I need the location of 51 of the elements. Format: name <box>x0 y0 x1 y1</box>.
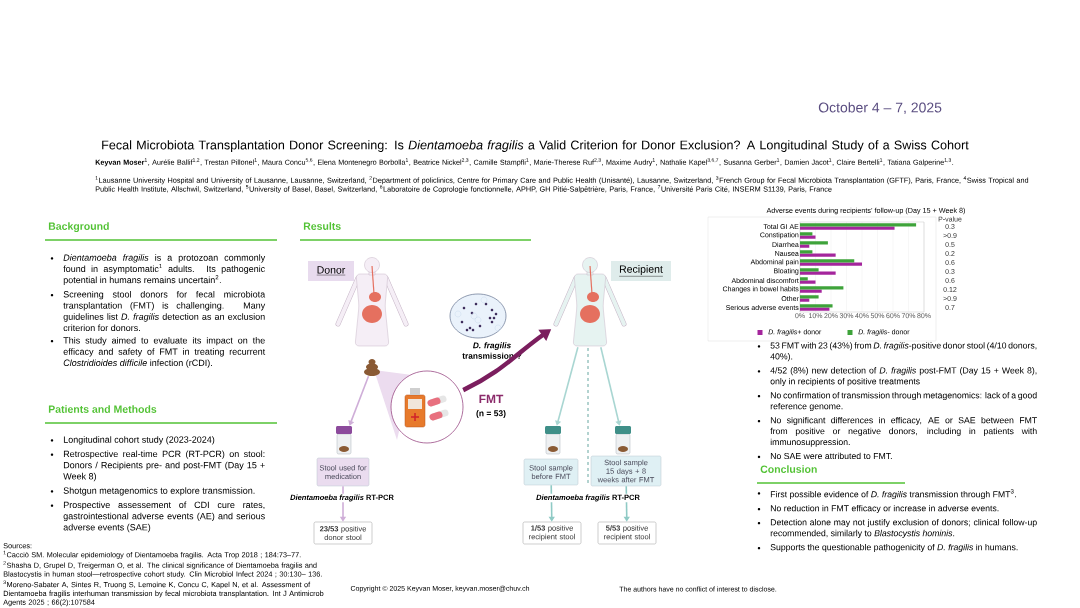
section-heading: Conclusion <box>760 465 817 473</box>
bullet-text: Supports the questionable pathogenicity of D. fragilis in humans. <box>770 543 1018 552</box>
bullet-text: No SAE were attributed to FMT. <box>770 452 892 460</box>
stool-drawing <box>364 359 380 376</box>
section-heading: Background <box>48 222 109 233</box>
bar <box>800 223 917 227</box>
bar <box>800 244 810 248</box>
medication-drawing <box>390 370 464 444</box>
bar <box>800 277 808 281</box>
arrow <box>555 346 579 426</box>
bullet-text: Retrospective real-time PCR (RT-PCR) on stool: Donors / Recipients pre- and post-FMT (Day 15 + Week 8) <box>63 450 265 482</box>
bullet-text: No significant differences in efficacy, AE or SAE between FMT from positive or negative donors, including in patients with immunosuppression. <box>770 416 1037 447</box>
section-heading: Patients and Methods <box>48 405 157 413</box>
bar <box>800 289 822 293</box>
bar <box>800 271 836 275</box>
sample-jar-drawing <box>336 426 352 455</box>
bullet-text: Dientamoeba fragilis is a protozoan commonly found in asymptomatic$^{1}$ adults. Its pathogenic potential in humans remains uncertain$^{2}$. <box>63 254 266 285</box>
bar <box>800 262 862 266</box>
sample-size-text: (n = 53) <box>476 410 506 418</box>
role-label: Donor <box>308 261 354 281</box>
bar <box>800 250 813 254</box>
bar <box>800 226 895 230</box>
poster-title: Fecal Microbiota Transplantation Donor Screening: Is Dientamoeba fragilis a Valid Criterion for Donor Exclusion? A Longitudinal Study of a Swiss Cohort <box>102 140 969 152</box>
role-label: Recipient <box>611 261 671 281</box>
bullet-text: Longitudinal cohort study (2023-2024) <box>63 436 215 445</box>
bar <box>800 280 816 284</box>
microscope-view-drawing <box>449 293 507 339</box>
bullet-text: Shotgun metagenomics to explore transmission. <box>63 487 255 496</box>
bullet-text: Detection alone may not justify exclusion of donors; clinical follow-up recommended, similarly to Blastocystis hominis. <box>770 519 1037 538</box>
date-text: October 4 – 7, 2025 <box>818 102 942 115</box>
bullet-text: First possible evidence of D. fragilis transmission through FMT$^{3}$. <box>770 489 1016 500</box>
bar <box>800 298 810 302</box>
arrow <box>348 375 370 426</box>
bullet-text: 4/52 (8%) new detection of D. fragilis post-FMT (Day 15 + Week 8), only in recipients of positive treatments <box>770 367 1037 387</box>
bar <box>800 241 828 245</box>
bar <box>800 295 819 299</box>
bullet-text: Screening stool donors for fecal microbiota transplantation (FMT) is challenging. Many guidelines list D. fragilis detection as an exclusion criterion for donors. <box>63 290 266 332</box>
section-heading: Results <box>303 222 341 230</box>
bullet-text: No reduction in FMT efficacy or increase in adverse events. <box>770 504 999 514</box>
arrow <box>600 346 622 426</box>
bar <box>800 259 855 263</box>
bar <box>800 286 844 290</box>
edge-label: FMT <box>479 394 504 404</box>
bar <box>800 253 836 257</box>
bullet-text: This study aimed to evaluate its impact on the efficacy and safety of FMT in treating recurrent Clostridioides difficile infection (rCDI). <box>63 337 266 368</box>
sample-jar-drawing <box>545 426 561 455</box>
bar <box>800 268 819 272</box>
bullet-text: Prospective assessement of CDI cure rates, gastrointestional adverse events (AE) and serious adverse events (SAE) <box>63 501 265 533</box>
bullet-text: 53 FMT with 23 (43%) from D. fragilis-positive donor stool (4/10 donors, 40%). <box>770 342 1037 362</box>
sample-jar-drawing <box>615 426 631 455</box>
bullet-text: No confirmation of transmission through metagenomics: lack of a good reference genome. <box>770 392 1037 411</box>
